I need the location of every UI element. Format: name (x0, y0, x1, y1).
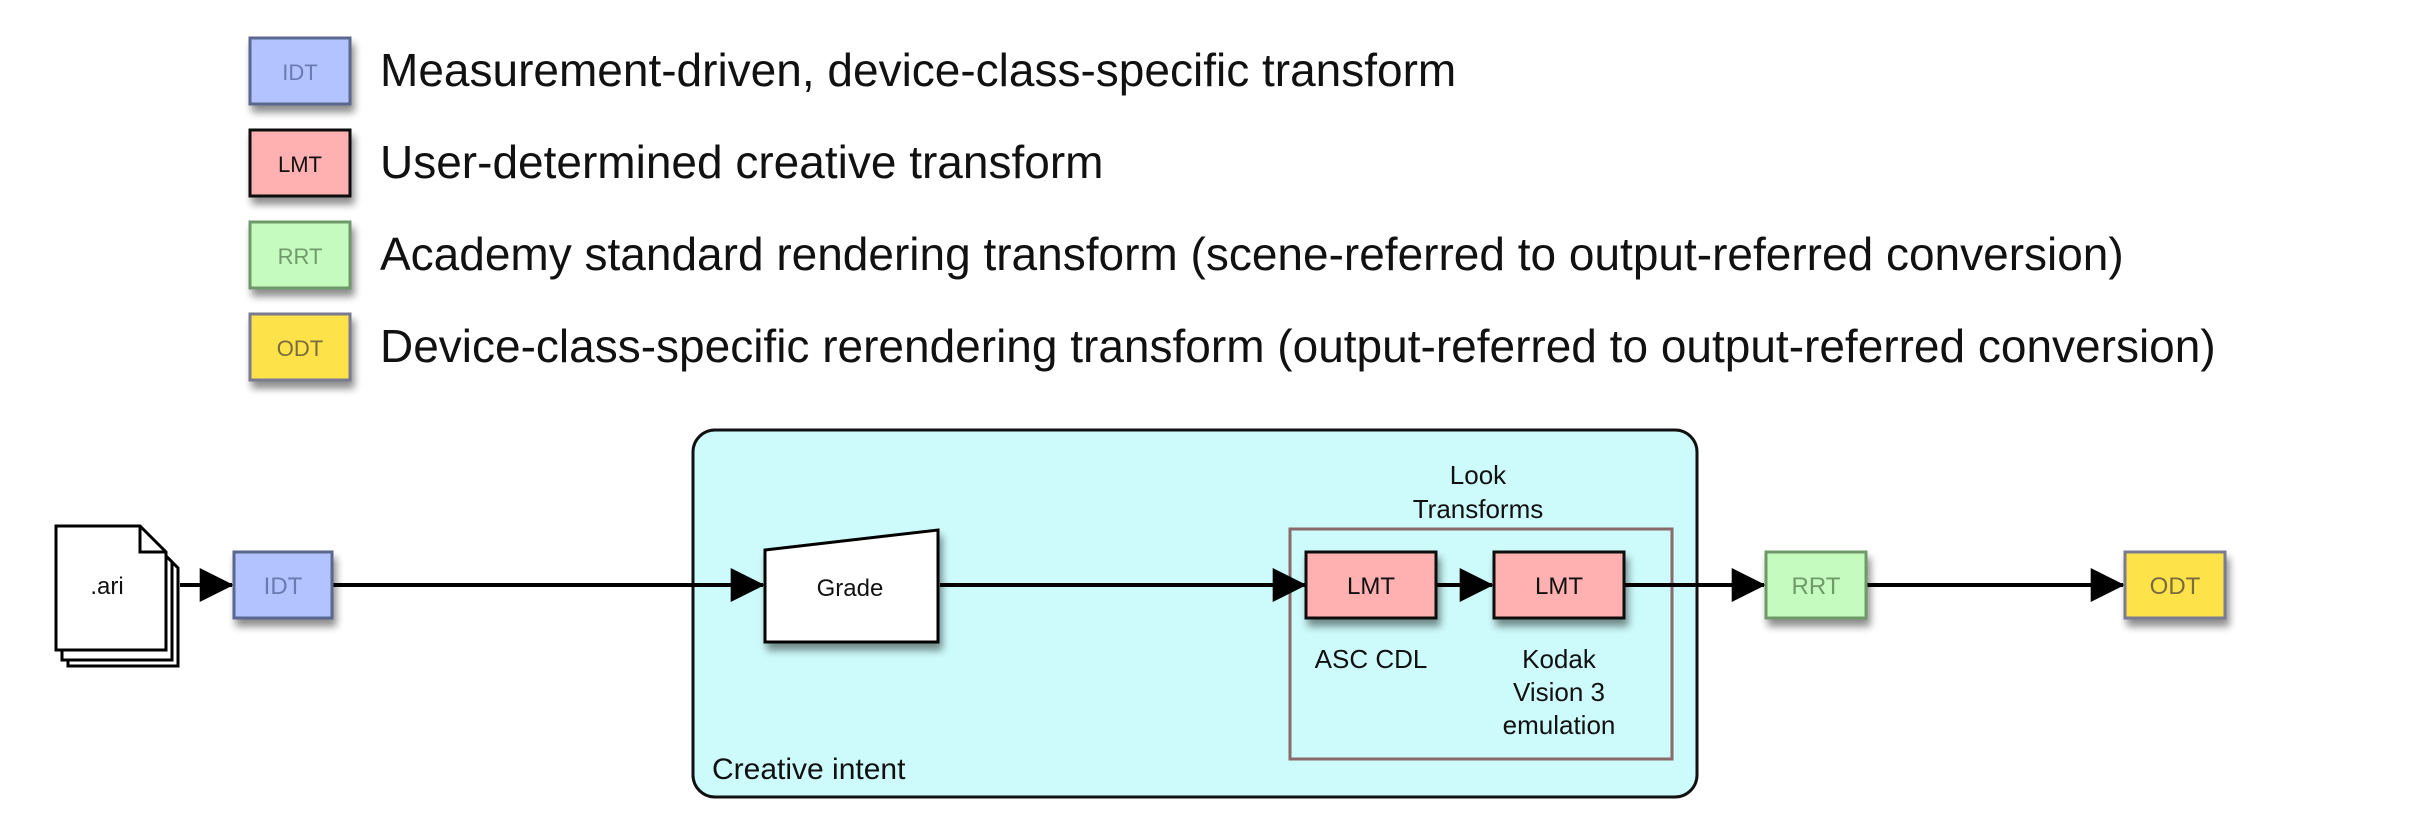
legend-text-idt: Measurement-driven, device-class-specifi… (380, 44, 1456, 96)
idt-box (232, 550, 334, 620)
lmt2-box (1492, 550, 1626, 620)
legend-text-rrt: Academy standard rendering transform (sc… (380, 228, 2124, 280)
rrt-label: RRT (1792, 573, 1841, 600)
lmt1-caption: ASC CDL (1315, 644, 1428, 674)
grade-shape (763, 528, 940, 644)
file-label: .ari (90, 573, 123, 600)
legend-item-idt: IDT Measurement-driven, device-class-spe… (248, 36, 1456, 106)
legend-swatch-idt-label: IDT (282, 60, 317, 85)
odt-node[interactable]: ODT (2123, 550, 2227, 620)
legend-item-rrt: RRT Academy standard rendering transform… (248, 220, 2124, 290)
creative-intent-label: Creative intent (712, 753, 906, 786)
lmt1-label: LMT (1347, 573, 1395, 600)
idt-label: IDT (264, 573, 303, 600)
look-transforms-group (1288, 527, 1674, 761)
legend-text-lmt: User-determined creative transform (380, 136, 1103, 188)
look-transforms-label-line2: Transforms (1413, 494, 1544, 524)
lmt-node-asc-cdl[interactable]: LMT (1304, 550, 1438, 620)
legend-swatch-lmt (248, 128, 352, 198)
legend-swatch-odt-label: ODT (277, 336, 323, 361)
odt-box (2123, 550, 2227, 620)
legend-swatch-lmt-label: LMT (278, 152, 322, 177)
rrt-box (1764, 550, 1868, 620)
legend-text-odt: Device-class-specific rerendering transf… (380, 320, 2216, 372)
lmt2-caption-line3: emulation (1503, 710, 1616, 740)
ari-file-stack[interactable]: .ari (54, 524, 180, 668)
lmt2-label: LMT (1535, 573, 1583, 600)
lmt2-caption-line1: Kodak (1522, 644, 1597, 674)
legend-swatch-rrt (248, 220, 352, 290)
legend-swatch-idt (248, 36, 352, 106)
legend: IDT Measurement-driven, device-class-spe… (248, 36, 2216, 382)
file-icon-front (54, 524, 168, 652)
legend-item-odt: ODT Device-class-specific rerendering tr… (248, 312, 2216, 382)
legend-swatch-odt (248, 312, 352, 382)
legend-item-lmt: LMT User-determined creative transform (248, 128, 1103, 198)
rrt-node[interactable]: RRT (1764, 550, 1868, 620)
grade-node[interactable]: Grade (763, 528, 940, 644)
creative-intent-region (691, 428, 1699, 799)
lmt2-caption-line2: Vision 3 (1513, 677, 1605, 707)
look-transforms-label-line1: Look (1450, 460, 1507, 490)
legend-swatch-rrt-label: RRT (278, 244, 323, 269)
lmt-node-kodak-vision3[interactable]: LMT (1492, 550, 1626, 620)
lmt1-box (1304, 550, 1438, 620)
odt-label: ODT (2150, 573, 2201, 600)
idt-node[interactable]: IDT (232, 550, 334, 620)
grade-label: Grade (817, 575, 884, 602)
file-icon-fold (138, 526, 166, 554)
